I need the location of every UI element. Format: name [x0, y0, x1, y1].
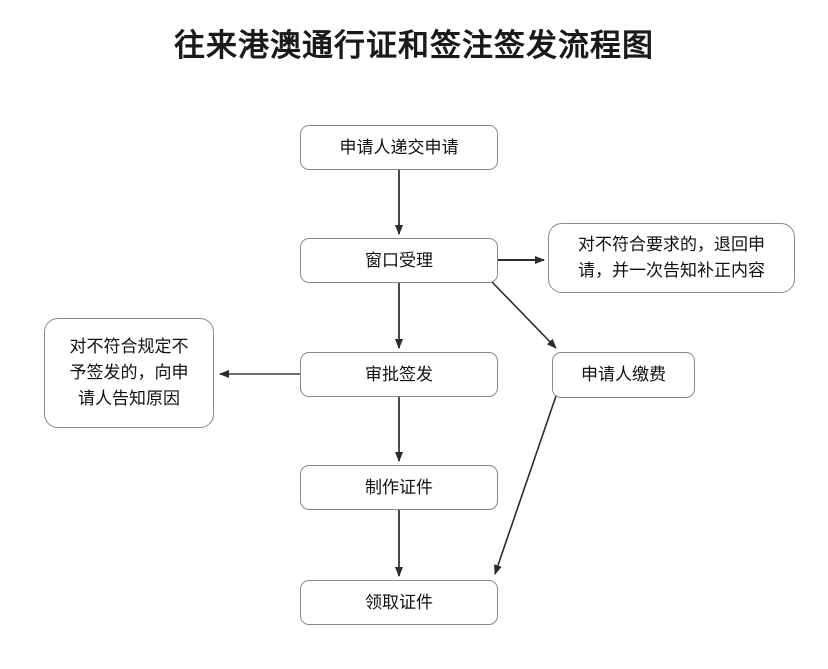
- node-label: 申请人缴费: [581, 365, 666, 384]
- node-label: 制作证件: [365, 477, 433, 497]
- page-title: 往来港澳通行证和签注签发流程图: [174, 28, 654, 63]
- edge-window-to-pay: [491, 281, 557, 349]
- node-label: 申请人递交申请: [339, 137, 459, 157]
- node-label: 对不符合规定不 予签发的，向申 请人告知原因: [69, 337, 189, 408]
- node-label: 对不符合要求的，退回申 请，并一次告知补正内容: [578, 235, 765, 280]
- node-approval-issuance[interactable]: 审批签发: [300, 352, 498, 397]
- node-collect-document[interactable]: 领取证件: [300, 580, 498, 625]
- node-notify-reason[interactable]: 对不符合规定不 予签发的，向申 请人告知原因: [44, 318, 214, 428]
- node-label: 窗口受理: [365, 250, 433, 270]
- node-return-application[interactable]: 对不符合要求的，退回申 请，并一次告知补正内容: [548, 223, 795, 293]
- node-window-acceptance[interactable]: 窗口受理: [300, 238, 498, 283]
- node-applicant-payment[interactable]: 申请人缴费: [552, 352, 695, 398]
- edge-pay-to-collect: [494, 395, 557, 575]
- node-label: 审批签发: [365, 364, 433, 384]
- node-submit-application[interactable]: 申请人递交申请: [300, 125, 498, 170]
- node-label: 领取证件: [365, 592, 433, 612]
- node-make-document[interactable]: 制作证件: [300, 465, 498, 510]
